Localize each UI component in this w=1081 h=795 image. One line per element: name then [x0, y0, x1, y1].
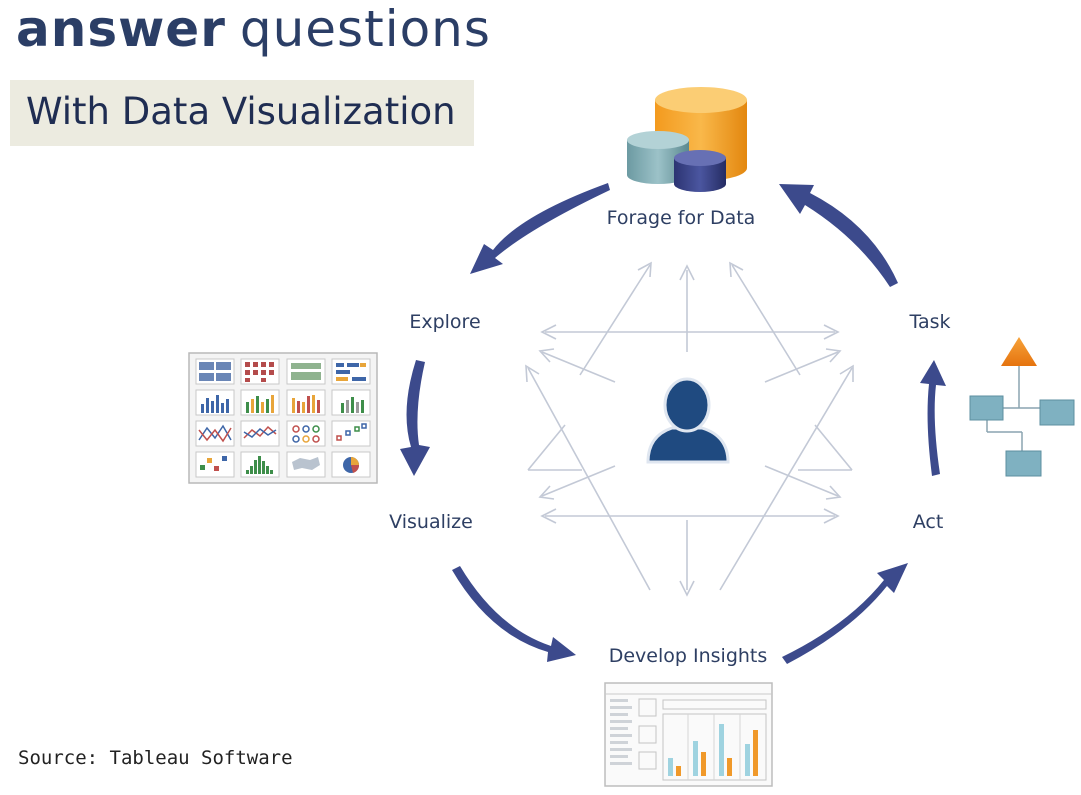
- chart-gallery-icon: [188, 352, 378, 484]
- label-act: Act: [913, 511, 944, 533]
- label-forage: Forage for Data: [607, 207, 756, 229]
- subtitle: With Data Visualization: [26, 90, 456, 133]
- cycle-arrows: [400, 183, 946, 664]
- connector-arrows: [525, 261, 854, 597]
- label-task: Task: [908, 311, 950, 333]
- label-explore: Explore: [409, 311, 480, 333]
- subtitle-banner: With Data Visualization: [10, 80, 474, 146]
- database-icon: [627, 87, 747, 192]
- title-bold: answer: [16, 0, 226, 58]
- source-credit: Source: Tableau Software: [18, 747, 293, 769]
- label-insights: Develop Insights: [609, 645, 768, 667]
- title-light: questions: [239, 0, 491, 58]
- dashboard-icon: [604, 682, 773, 787]
- label-visualize: Visualize: [389, 511, 473, 533]
- person-icon: [646, 377, 730, 464]
- flowchart-icon: [969, 337, 1075, 477]
- node-labels: Forage for Data Explore Visualize Develo…: [389, 207, 950, 667]
